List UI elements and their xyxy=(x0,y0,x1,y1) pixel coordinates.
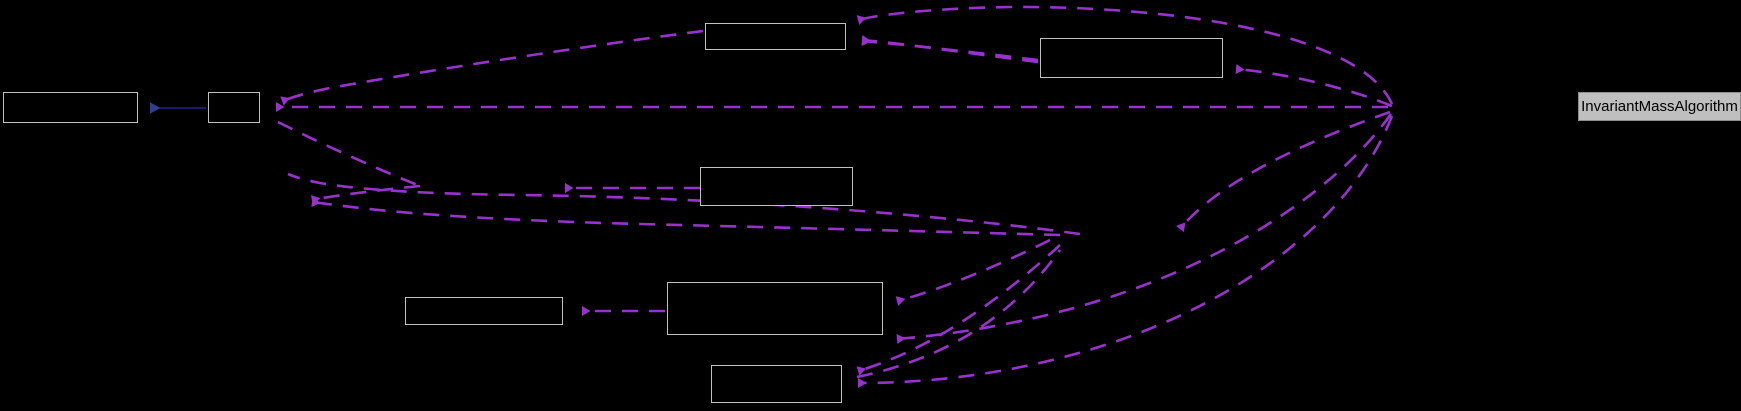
edge-dashed-into-n2-lower xyxy=(861,35,1039,64)
edge-dashed-n2-n1 xyxy=(280,29,704,106)
graph-node-invariant-mass-algorithm-label: InvariantMassAlgorithm xyxy=(1581,98,1738,115)
graph-node-invariant-mass-algorithm[interactable]: InvariantMassAlgorithm xyxy=(1578,92,1741,121)
graph-node-4[interactable] xyxy=(700,167,853,206)
graph-node-1[interactable] xyxy=(208,92,260,123)
edge-dashed-n8-n3 xyxy=(1235,64,1393,108)
graph-node-3[interactable] xyxy=(1040,38,1223,78)
graph-node-5[interactable] xyxy=(405,297,563,325)
edge-dashed-n8-n6 xyxy=(896,113,1393,344)
edge-dashed-n1-branch xyxy=(277,120,421,188)
edge-dashed-n7-n4 xyxy=(856,249,1062,379)
edge-dashed-n8-n7 xyxy=(857,115,1394,388)
edge-dashed-into-n1-lower xyxy=(310,184,421,205)
graph-node-6[interactable] xyxy=(667,282,883,335)
graph-node-7[interactable] xyxy=(711,365,842,403)
edge-dashed-n4-n1 xyxy=(287,172,1081,236)
graph-node-0[interactable] xyxy=(3,92,138,123)
edge-dashed-into-n6 xyxy=(895,238,1051,306)
edge-dashed-n6-n1 xyxy=(311,197,1061,237)
edge-dashed-n8-n2 xyxy=(856,5,1394,105)
edge-dashed-into-n7 xyxy=(856,244,1061,376)
edge-dashed-n8-n4 xyxy=(1176,110,1391,233)
graph-node-2[interactable] xyxy=(705,23,846,50)
